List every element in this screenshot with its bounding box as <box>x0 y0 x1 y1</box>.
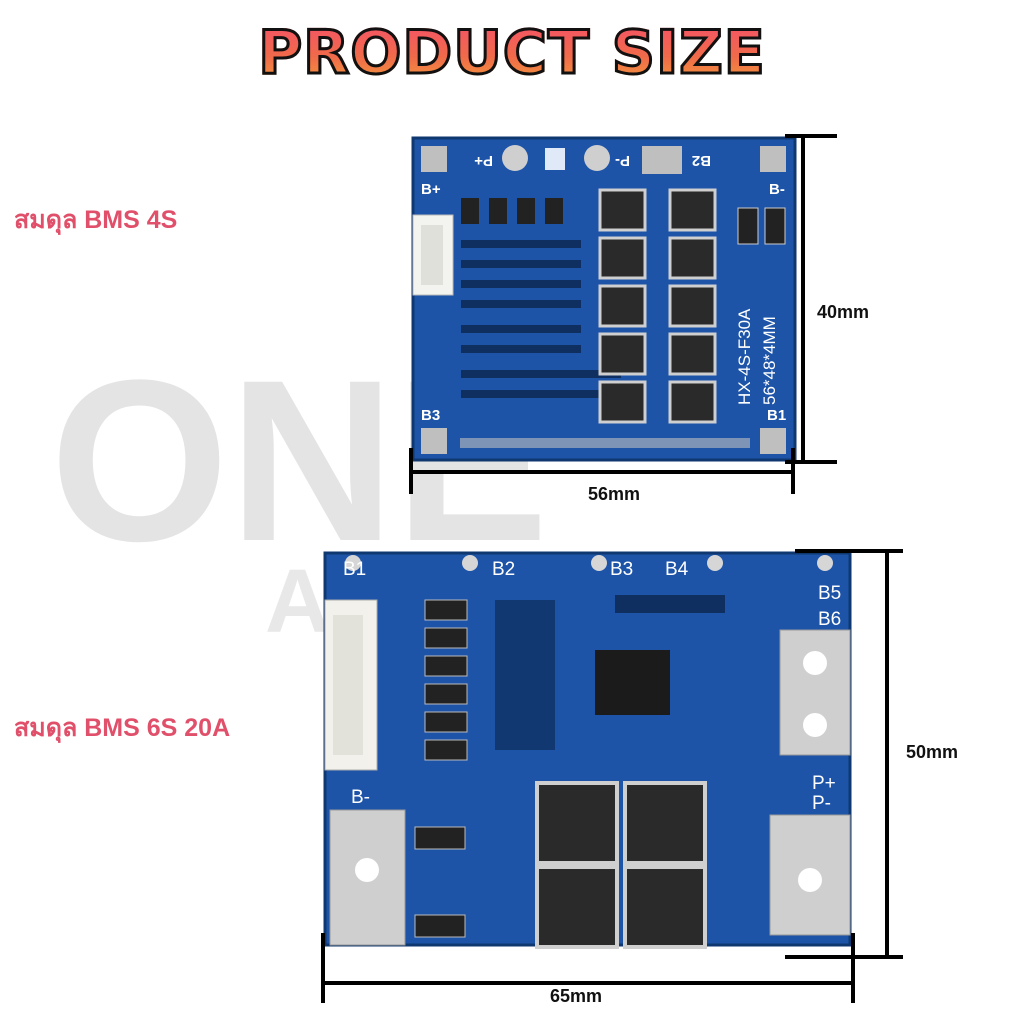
bms-6s-silk-b5: B5 <box>818 583 841 604</box>
bms-6s-silk-p-plus: P+ <box>812 773 836 794</box>
bms-4s-width-label: 56mm <box>588 484 641 504</box>
bms-4s-silk-model: HX-4S-F30A <box>735 308 754 405</box>
bms-4s-silk-b-plus: B+ <box>421 181 441 198</box>
label-bms-6s: สมดุล BMS 6S 20A <box>14 714 231 742</box>
bms-6s-silk-p-minus: P- <box>812 793 831 814</box>
bms-4s-silk-p-minus: P- <box>615 152 630 169</box>
bms-4s-board-figure: P+ P- B2 B+ B- B3 B1 HX-4S-F30A 56*48*4M… <box>409 134 837 494</box>
bms-6s-silk-b-minus: B- <box>351 787 370 808</box>
bms-6s-silk-b3: B3 <box>610 559 633 580</box>
bms-6s-silk-b2: B2 <box>492 559 515 580</box>
bms-4s-silk-b3: B3 <box>421 407 440 424</box>
bms-6s-ic <box>595 650 670 715</box>
bms-6s-width-label: 65mm <box>550 986 603 1006</box>
bms-4s-silk-size: 56*48*4MM <box>760 316 779 405</box>
label-bms-4s: สมดุล BMS 4S <box>14 206 178 234</box>
bms-4s-silk-b-minus: B- <box>769 181 785 198</box>
bms-4s-silk-p-plus: P+ <box>474 152 493 169</box>
page-title: PRODUCT SIZE <box>0 17 1024 90</box>
bms-4s-silk-b2: B2 <box>692 152 711 169</box>
bms-6s-height-label: 50mm <box>906 742 959 762</box>
bms-6s-silk-b1: B1 <box>343 559 366 580</box>
bms-6s-silk-b6: B6 <box>818 609 841 630</box>
bms-6s-board-figure: B1 B2 B3 B4 B5 B6 B- P+ P- <box>321 549 903 1003</box>
bms-4s-height-label: 40mm <box>817 302 870 322</box>
bms-4s-silk-b1: B1 <box>767 407 786 424</box>
bms-6s-silk-b4: B4 <box>665 559 689 580</box>
